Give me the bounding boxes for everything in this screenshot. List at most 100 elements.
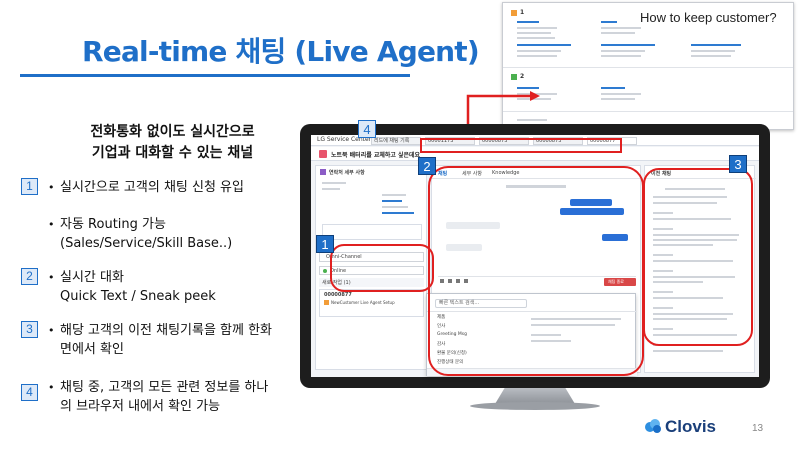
bullet-1-number: 1 xyxy=(21,178,38,195)
bullet-3-number: 3 xyxy=(21,321,38,338)
callout-3-highlight xyxy=(643,168,753,346)
quick-text-search[interactable]: 빠른 텍스트 검색... xyxy=(435,299,527,308)
monitor-stand xyxy=(495,388,575,404)
workspace-tab-5[interactable]: 00000877 xyxy=(587,137,637,145)
report-line xyxy=(601,32,635,34)
report-link xyxy=(517,44,571,46)
report-link xyxy=(517,21,539,23)
workspace-tab-2[interactable]: 00001173 xyxy=(425,137,475,145)
bullet-1b-line-1: 자동 Routing 가능 xyxy=(60,217,166,232)
quick-text-item-5[interactable]: 환불 문의(신청) xyxy=(437,351,467,356)
clovis-logo-icon xyxy=(645,419,661,433)
customer-message-bubble xyxy=(446,244,482,251)
title-underline xyxy=(20,74,410,77)
attach-icon[interactable] xyxy=(440,279,444,283)
history-line xyxy=(653,270,673,272)
callout-label-4: 4 xyxy=(358,120,376,138)
callout-label-2: 2 xyxy=(418,157,436,175)
work-item-card[interactable]: 00000877 NewCustomer Live Agent Setup xyxy=(319,289,424,317)
field-line xyxy=(382,206,408,208)
bullet-2-line-1: 실시간 대화 xyxy=(60,270,124,285)
quick-text-item-4[interactable]: 감사 xyxy=(437,342,446,347)
status-select[interactable]: Online xyxy=(319,266,424,275)
history-line xyxy=(653,260,733,262)
tab-knowledge[interactable]: Knowledge xyxy=(492,170,520,176)
history-line xyxy=(653,307,673,309)
preview-line xyxy=(531,324,615,326)
past-chats-title: 이전 채팅 xyxy=(651,171,672,177)
tab-details[interactable]: 세부 사항 xyxy=(462,171,482,177)
bullet-3-line-2: 면에서 확인 xyxy=(60,342,124,357)
report-link xyxy=(601,44,655,46)
work-item-desc: NewCustomer Live Agent Setup xyxy=(331,300,395,305)
end-chat-button[interactable]: 채팅 종료 xyxy=(604,278,636,286)
history-line xyxy=(653,254,673,256)
bullet-dot-icon: • xyxy=(48,181,55,194)
subtitle-line-2: 기업과 대화할 수 있는 채널 xyxy=(91,145,254,161)
field-line xyxy=(322,182,346,184)
quick-text-item-3[interactable]: Greeting Msg xyxy=(437,332,468,337)
callout-1-highlight xyxy=(330,244,434,292)
quick-text-item-1[interactable]: 제품 xyxy=(437,315,446,320)
report-link xyxy=(601,87,625,89)
slide-subtitle: 전화통화 없이도 실시간으로 기업과 대화할 수 있는 채널 xyxy=(50,122,295,164)
preview-line xyxy=(531,334,561,336)
report-line xyxy=(517,55,557,57)
workspace-tab-3[interactable]: 00000873 xyxy=(479,137,529,145)
field-line xyxy=(322,188,340,190)
past-chats-panel: 이전 채팅 xyxy=(644,165,756,373)
app-name: LG Service Center xyxy=(317,136,372,143)
workspace-tab-4[interactable]: 00000873 xyxy=(533,137,583,145)
history-line xyxy=(653,334,737,336)
history-line xyxy=(653,297,723,299)
history-line xyxy=(653,228,673,230)
field-link xyxy=(382,212,414,214)
report-line xyxy=(517,37,555,39)
emoji-icon[interactable] xyxy=(448,279,452,283)
workspace-tab-1[interactable]: 리드에 채팅 기록 xyxy=(371,137,421,145)
preview-line xyxy=(531,318,621,320)
report-line xyxy=(517,27,557,29)
quick-text-icon[interactable] xyxy=(456,279,460,283)
report-divider xyxy=(503,111,793,112)
report-line xyxy=(517,119,547,121)
history-line xyxy=(665,188,725,190)
report-caption: How to keep customer? xyxy=(640,10,777,25)
history-line xyxy=(653,234,739,236)
slide-title: Real-time 채팅 (Live Agent) xyxy=(82,35,480,68)
field-link xyxy=(382,200,402,202)
composer-toolbar[interactable] xyxy=(440,279,480,284)
history-line xyxy=(653,212,673,214)
tab-divider xyxy=(432,178,642,179)
chat-icon xyxy=(324,300,329,305)
quick-text-item-2[interactable]: 인사 xyxy=(437,324,446,329)
report-line xyxy=(517,32,551,34)
composer-divider xyxy=(438,276,636,277)
left-panel: 연락처 세부 사항 Omni-Channel Online 새로 작업 (1) xyxy=(315,165,427,370)
page-number: 13 xyxy=(752,423,764,434)
online-dot-icon xyxy=(323,269,327,273)
agent-message-bubble xyxy=(602,234,628,241)
report-section-1-header: 1 xyxy=(511,9,524,16)
history-line xyxy=(653,328,673,330)
callout-label-1: 1 xyxy=(316,235,334,253)
work-item-id: 00000877 xyxy=(324,292,352,298)
bullet-4-line-2: 의 브라우저 내에서 확인 가능 xyxy=(60,399,221,414)
report-badge-2: 2 xyxy=(520,73,525,80)
report-line xyxy=(601,98,635,100)
callout-2-highlight xyxy=(428,166,644,376)
bullet-dot-icon: • xyxy=(48,218,55,231)
report-divider xyxy=(503,67,793,68)
history-line xyxy=(653,202,717,204)
history-line xyxy=(653,276,735,278)
bullet-4-number: 4 xyxy=(21,384,38,401)
panel-divider xyxy=(645,178,756,179)
transfer-icon[interactable] xyxy=(464,279,468,283)
report-line xyxy=(601,27,641,29)
report-link xyxy=(517,87,539,89)
popup-footer xyxy=(427,368,637,376)
history-line xyxy=(653,196,727,198)
popup-divider xyxy=(427,311,637,312)
report-line xyxy=(601,55,641,57)
quick-text-item-6[interactable]: 진행상태 문의 xyxy=(437,360,464,365)
